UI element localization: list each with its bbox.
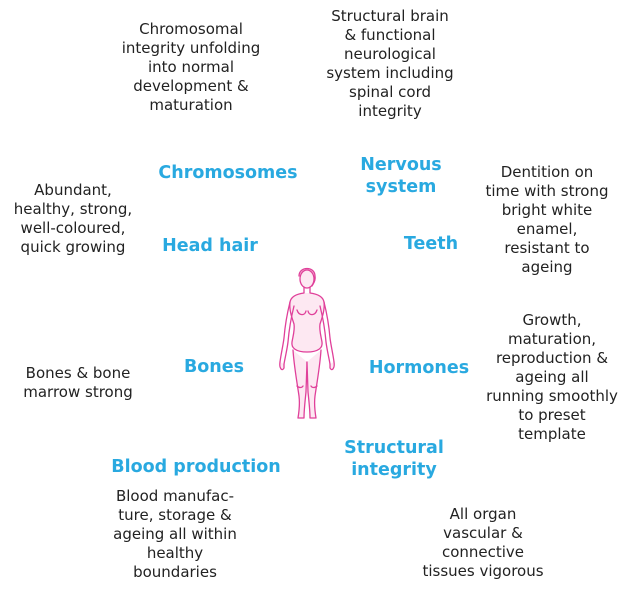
- bones-description: Bones & bone marrow strong: [14, 364, 142, 402]
- head-hair-label: Head hair: [148, 235, 272, 257]
- teeth-description: Dentition on time with strong bright whi…: [472, 163, 622, 277]
- head-hair-description: Abundant, healthy, strong, well-coloured…: [0, 181, 146, 257]
- bones-label: Bones: [170, 356, 258, 378]
- hormones-label: Hormones: [356, 357, 482, 379]
- teeth-label: Teeth: [386, 233, 476, 255]
- nervous-system-label: Nervous system: [340, 154, 462, 198]
- chromosomes-description: Chromosomal integrity unfolding into nor…: [106, 20, 276, 115]
- structural-integrity-label: Structural integrity: [332, 437, 456, 481]
- chromosomes-label: Chromosomes: [140, 162, 316, 184]
- nervous-system-description: Structural brain & functional neurologic…: [320, 7, 460, 121]
- blood-production-label: Blood production: [96, 456, 296, 478]
- hormones-description: Growth, maturation, reproduction & agein…: [474, 311, 630, 444]
- human-body-figure-icon: [266, 262, 348, 422]
- structural-integrity-description: All organ vascular & connective tissues …: [408, 505, 558, 581]
- blood-production-description: Blood manufac- ture, storage & ageing al…: [100, 487, 250, 582]
